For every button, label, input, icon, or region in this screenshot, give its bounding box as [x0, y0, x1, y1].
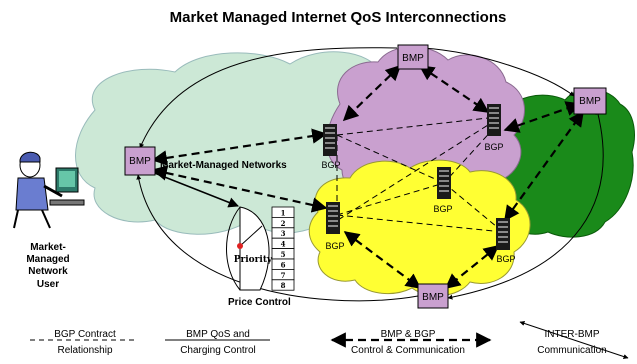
priority-slot-number: 1 [281, 208, 286, 217]
bmp-label: BMP [579, 96, 601, 107]
price-control-label: Price Control [228, 297, 291, 308]
link-bmp-top-to-bmp-left [139, 47, 398, 149]
bmp-label: BMP [402, 53, 424, 64]
user-label-line-1: Market- [30, 242, 66, 253]
bmp-node-bottom[interactable]: BMP [417, 283, 449, 309]
bmp-node-top[interactable]: BMP [397, 44, 429, 70]
priority-slot-box [271, 279, 295, 291]
legend-text: BGP Contract [54, 329, 116, 340]
priority-needle [239, 225, 263, 247]
bmp-to-price-control-arrow [151, 171, 239, 208]
priority-slot-number: 8 [281, 281, 286, 290]
diagram-title: Market Managed Internet QoS Interconnect… [170, 9, 507, 26]
legend-item-inter-bmp: INTER-BMP Communication [519, 321, 629, 359]
priority-slot-number: 3 [281, 229, 286, 238]
bmp-label: BMP [129, 156, 151, 167]
priority-slot-number: 6 [281, 260, 286, 269]
bgp-router-1[interactable]: BGP [321, 124, 341, 170]
legend-text: Control & Communication [351, 345, 465, 356]
user-label-line-3: Network [28, 266, 68, 277]
legend-text: BMP & BGP [381, 329, 436, 340]
legend-text: INTER-BMP [545, 329, 600, 340]
priority-label: Priority [234, 255, 273, 265]
bmp-bgp-control-links [151, 64, 584, 289]
priority-indicator [237, 243, 243, 249]
bgp-label: BGP [484, 142, 503, 152]
priority-slots: 1 23 456 78 [271, 206, 295, 291]
legend-text: Communication [537, 345, 606, 356]
bgp-router-4[interactable]: BGP [325, 202, 345, 251]
legend-item-bmp-bgp-control: BMP & BGP Control & Communication [330, 329, 492, 356]
bgp-label: BGP [496, 254, 515, 264]
user-label-line-2: Managed [26, 254, 69, 265]
legend-text: Charging Control [180, 345, 256, 356]
price-control-gauge[interactable]: 1 23 456 78 Priority [226, 206, 295, 291]
user-label-line-4: User [37, 279, 59, 290]
bgp-label: BGP [433, 204, 452, 214]
legend: BGP Contract Relationship BMP QoS and Ch… [30, 321, 629, 359]
priority-slot-number: 2 [281, 219, 286, 228]
bgp-router-5[interactable]: BGP [496, 218, 516, 264]
network-user-icon [13, 151, 85, 229]
legend-text: BMP QoS and [186, 329, 250, 340]
legend-item-bgp-contract: BGP Contract Relationship [30, 329, 135, 356]
legend-text: Relationship [57, 345, 112, 356]
legend-item-bmp-qos: BMP QoS and Charging Control [165, 329, 270, 356]
priority-slot-number: 7 [281, 271, 286, 280]
bmp-label: BMP [422, 292, 444, 303]
bgp-contract-links [329, 117, 504, 233]
bgp-router-2[interactable]: BGP [484, 104, 504, 152]
priority-slot-number: 5 [281, 250, 286, 259]
priority-slot-number: 4 [281, 240, 286, 249]
bmp-node-left[interactable]: BMP [124, 146, 156, 176]
market-managed-networks-label: Market-Managed Networks [160, 160, 287, 171]
bgp-label: BGP [321, 160, 340, 170]
link-bmp-top-to-bmp-right [422, 45, 575, 97]
bgp-label: BGP [325, 241, 344, 251]
bmp-node-right[interactable]: BMP [573, 87, 607, 115]
bgp-router-3[interactable]: BGP [433, 167, 453, 214]
